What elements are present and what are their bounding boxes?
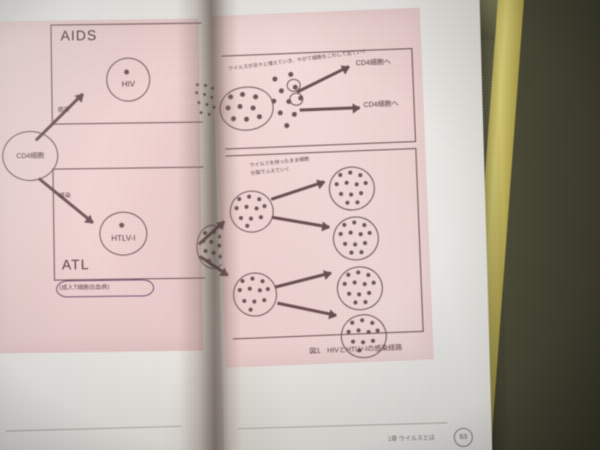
cd4-target-label-2: CD4細胞へ	[363, 100, 399, 110]
htlv-core-dot	[119, 222, 125, 228]
open-book: AIDS HIV 感染 CD4細胞 感染 HTLV-I ATL (	[0, 0, 509, 450]
figure-caption: 図1 HIVとHTLV-Iの感染経路	[309, 344, 403, 356]
aids-infection-label: 感染	[57, 107, 70, 114]
atl-title: ATL	[61, 256, 90, 273]
aids-title: AIDS	[60, 27, 98, 44]
atl-annotation: (成人T細胞白血病)	[59, 283, 110, 292]
cd4-target-label-1: CD4細胞へ	[355, 58, 392, 68]
running-head: 1章 ウイルスとは	[387, 435, 435, 444]
right-printed-panel: ウイルスが次々と増えていき、やがて細胞をこわして出ていく	[197, 7, 434, 368]
hiv-node-label: HIV	[121, 78, 135, 89]
cd4-cell-node: CD4細胞	[1, 130, 59, 182]
hiv-core-dot	[124, 69, 130, 75]
book-gutter-shadow	[176, 0, 242, 450]
htlv-node-label: HTLV-I	[111, 232, 136, 243]
cd4-cell-label: CD4細胞	[16, 152, 45, 161]
left-printed-panel: AIDS HIV 感染 CD4細胞 感染 HTLV-I ATL (	[0, 18, 205, 354]
